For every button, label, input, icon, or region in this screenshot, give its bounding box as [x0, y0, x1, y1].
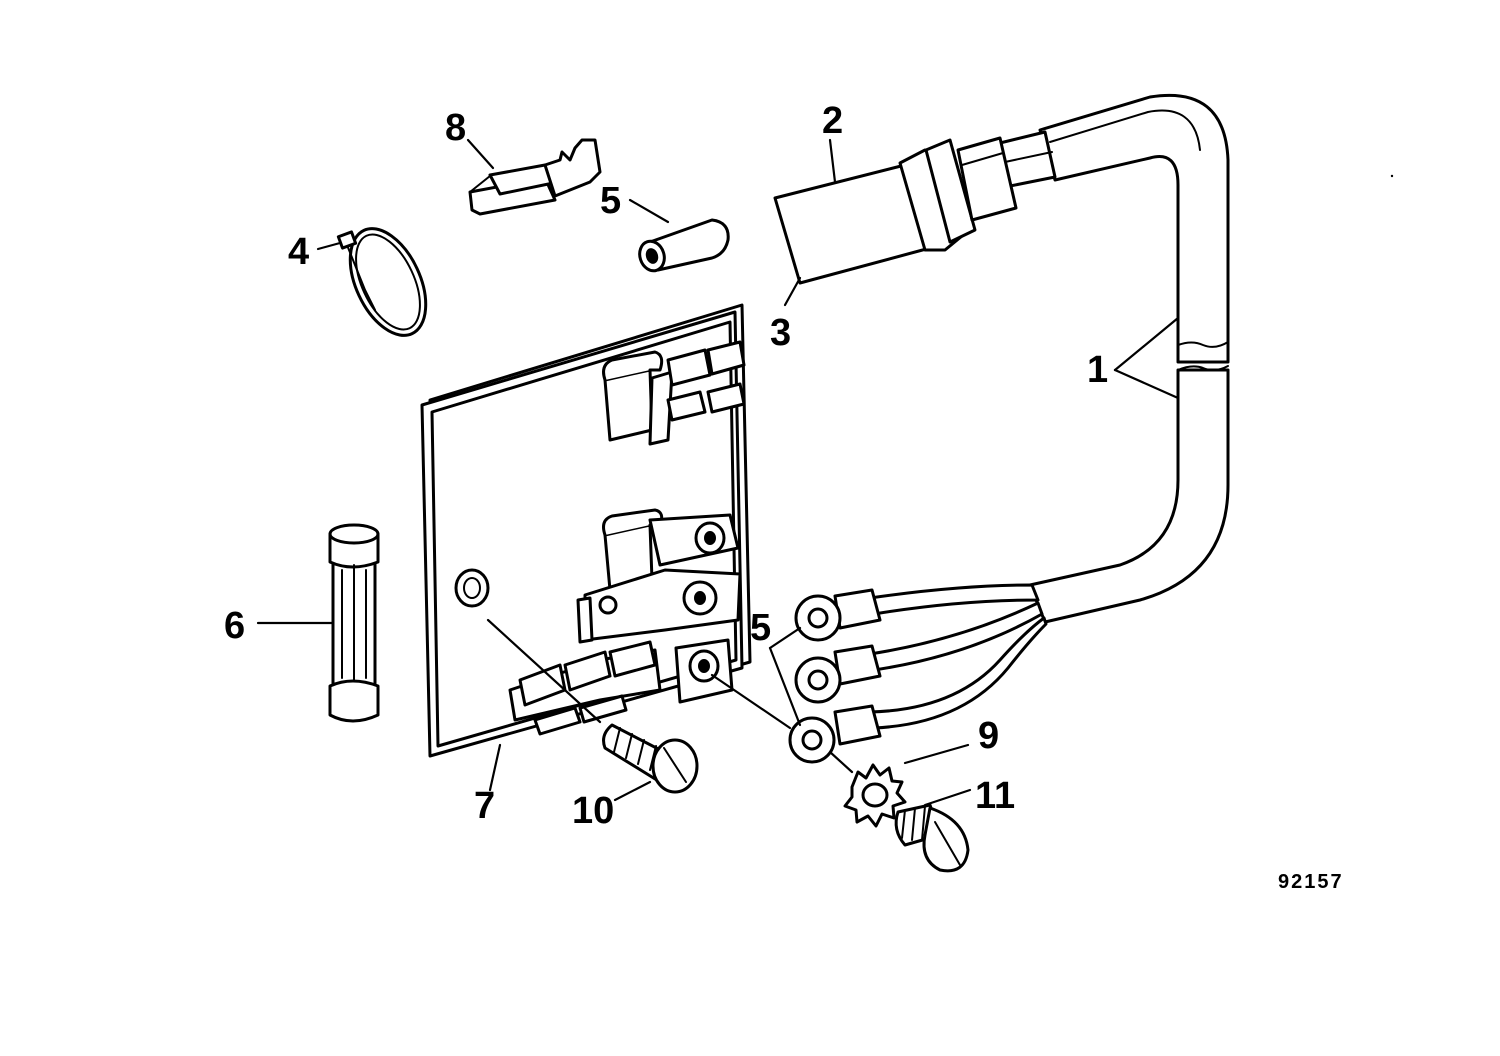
glass-fuse — [328, 523, 380, 723]
leader-5-lower-bottom — [768, 646, 802, 727]
callout-labels: 1 2 3 4 5 5 6 7 8 9 10 11 — [224, 100, 1108, 832]
harness-sheath-upper — [1038, 93, 1230, 364]
board-middle-terminals — [576, 568, 742, 644]
callout-5-sleeve: 5 — [600, 180, 621, 222]
callout-8: 8 — [445, 107, 466, 149]
leader-8 — [466, 138, 495, 170]
callout-1: 1 — [1087, 349, 1108, 391]
leader-2 — [828, 138, 837, 184]
ring-terminals — [788, 588, 882, 764]
leader-5-lower-top — [768, 626, 802, 650]
leader-9 — [903, 743, 970, 765]
callout-6: 6 — [224, 605, 245, 647]
cable-tie — [336, 227, 428, 337]
callout-2: 2 — [822, 100, 843, 142]
callout-9: 9 — [978, 715, 999, 757]
board-lower-terminals — [508, 638, 734, 736]
fuse-end-cap-bottom — [328, 679, 380, 723]
callout-4: 4 — [288, 231, 309, 273]
wire-lead-top — [868, 583, 1040, 616]
assembly-path-washer — [828, 750, 854, 774]
connector-nose — [956, 136, 1018, 222]
ring-terminal-top — [794, 588, 882, 642]
leader-7 — [488, 743, 502, 792]
harness-sheath-lower — [1028, 368, 1230, 624]
assembly-path-terminal-screw — [710, 673, 792, 730]
harness-break-mark — [1177, 341, 1229, 348]
figure-number: 92157 — [1278, 871, 1344, 893]
callout-10: 10 — [572, 790, 614, 832]
terminal-screw — [894, 803, 970, 873]
connector-flange — [924, 138, 977, 244]
connector-assembly — [773, 136, 1018, 285]
board-top-fuse-clip — [602, 350, 674, 446]
ring-terminal-bottom — [788, 704, 882, 764]
wire-harness — [868, 93, 1230, 730]
sleeve — [638, 218, 730, 273]
assembly-path-board-screw — [486, 618, 602, 724]
leader-1-lower — [1113, 368, 1180, 400]
callout-11: 11 — [975, 775, 1015, 817]
callout-5-terminals: 5 — [750, 607, 771, 649]
scan-speck — [1390, 174, 1394, 178]
lock-washer — [843, 763, 907, 828]
harness-highlight-upper — [1049, 109, 1201, 151]
leader-5-sleeve — [628, 198, 670, 224]
leader-11 — [923, 788, 972, 807]
board-screw — [602, 723, 699, 794]
wire-lead-bottom — [868, 616, 1048, 730]
wire-lead-middle — [868, 601, 1044, 672]
leader-3 — [783, 276, 802, 307]
leader-lines — [256, 138, 1180, 807]
leader-10 — [613, 780, 652, 802]
leader-4 — [316, 241, 342, 251]
callout-7: 7 — [474, 785, 495, 827]
spade-terminal — [468, 138, 602, 216]
board-mounting-hole — [454, 568, 490, 608]
terminal-board — [420, 303, 752, 758]
ring-terminal-middle — [794, 644, 882, 704]
callout-3: 3 — [770, 312, 791, 354]
leader-1-upper — [1113, 316, 1180, 372]
board-top-terminals — [666, 340, 746, 422]
